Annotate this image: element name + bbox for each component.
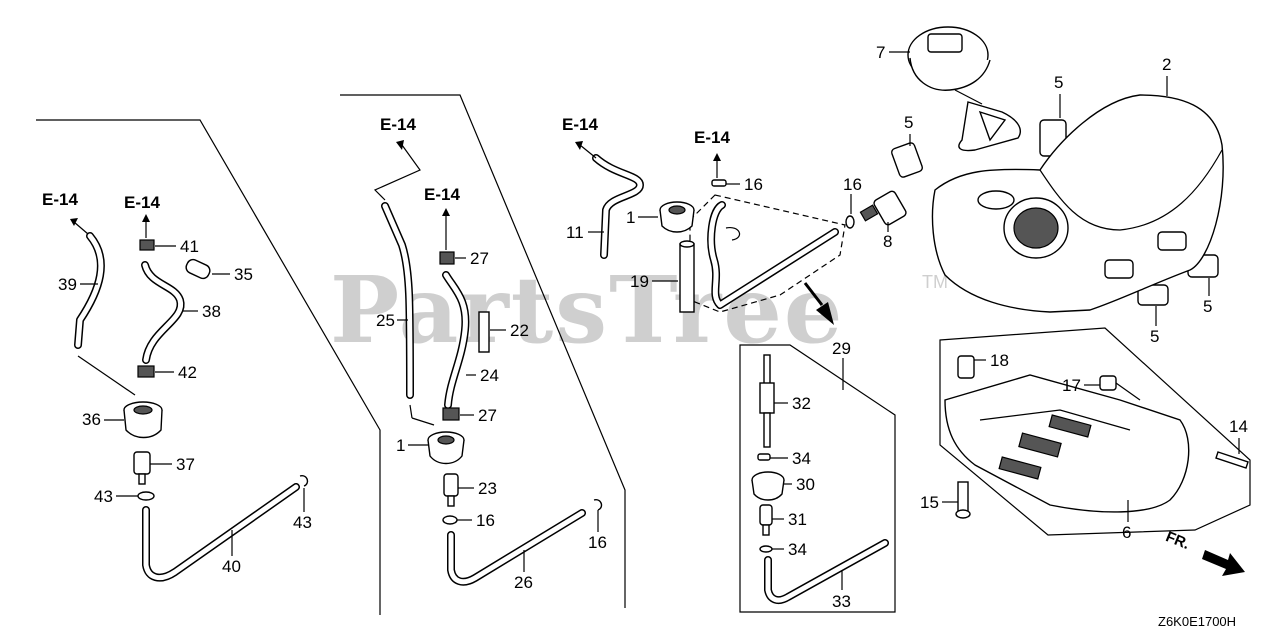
callout-14: 14 [1229, 417, 1248, 436]
center-assembly [592, 154, 907, 325]
callout-22: 22 [510, 321, 529, 340]
callout-35: 35 [234, 265, 253, 284]
callout-11: 11 [566, 223, 584, 242]
callout-23: 23 [478, 479, 497, 498]
left-assembly [74, 232, 309, 582]
callout-1-middle: 1 [396, 436, 405, 455]
callout-6: 6 [1122, 523, 1131, 542]
callout-15: 15 [920, 493, 939, 512]
arrow-up-icon [575, 141, 583, 150]
callout-8: 8 [883, 232, 892, 251]
arrow-up-icon [142, 214, 150, 222]
callout-5-left: 5 [904, 113, 913, 132]
ref-e14-mid2: E-14 [424, 185, 460, 204]
callout-5-right: 5 [1203, 297, 1212, 316]
callout-33: 33 [832, 592, 851, 611]
ref-e14-center2: E-14 [694, 128, 730, 147]
callout-38: 38 [202, 302, 221, 321]
callout-16-middle: 16 [476, 511, 495, 530]
arrow-up-icon [396, 140, 404, 150]
callout-16-center-right: 16 [843, 175, 862, 194]
callout-17: 17 [1062, 376, 1081, 395]
callout-numbers: 39 41 35 38 42 36 37 43 43 40 25 27 22 2… [58, 43, 1248, 611]
trademark: TM [922, 272, 948, 292]
callout-26: 26 [514, 573, 533, 592]
arrow-up-icon [70, 218, 78, 226]
callout-25: 25 [376, 311, 395, 330]
callout-41: 41 [180, 237, 199, 256]
callout-5-top: 5 [1054, 73, 1063, 92]
callout-5-bottom: 5 [1150, 327, 1159, 346]
callout-34-bottom: 34 [788, 540, 807, 559]
callout-24: 24 [480, 366, 499, 385]
arrow-up-icon [713, 153, 721, 161]
callout-16-middle-right: 16 [588, 533, 607, 552]
callout-19: 19 [630, 272, 649, 291]
callout-43-right: 43 [293, 513, 312, 532]
callout-39: 39 [58, 275, 77, 294]
callout-43-left: 43 [94, 487, 113, 506]
front-indicator: FR. [1163, 528, 1245, 576]
reference-labels: E-14 E-14 E-14 E-14 E-14 E-14 [42, 115, 730, 250]
arrow-up-icon [442, 208, 450, 216]
callout-29: 29 [832, 339, 851, 358]
callout-7: 7 [876, 43, 885, 62]
panel-29-assembly [751, 354, 889, 605]
callout-2: 2 [1162, 55, 1171, 74]
callout-36: 36 [82, 410, 101, 429]
callout-27-top: 27 [470, 249, 489, 268]
arrow-diagonal-icon [816, 302, 834, 325]
front-arrow-icon [1202, 550, 1245, 576]
callout-32: 32 [792, 394, 811, 413]
callout-16-center-top: 16 [744, 175, 763, 194]
callout-30: 30 [796, 475, 815, 494]
callout-40: 40 [222, 557, 241, 576]
front-label: FR. [1163, 528, 1192, 553]
ref-e14-left: E-14 [42, 190, 78, 209]
callout-31: 31 [788, 510, 807, 529]
callout-37: 37 [176, 455, 195, 474]
guard-assembly [944, 355, 1249, 519]
middle-assembly [373, 144, 603, 586]
callout-42: 42 [178, 363, 197, 382]
panel-borders [36, 94, 1251, 615]
callout-27-bottom: 27 [478, 406, 497, 425]
ref-e14-left2: E-14 [124, 193, 160, 212]
ref-e14-mid: E-14 [380, 115, 416, 134]
tank-assembly [891, 26, 1224, 313]
diagram-code: Z6K0E1700H [1158, 614, 1236, 629]
callout-34-top: 34 [792, 449, 811, 468]
callout-18: 18 [990, 351, 1009, 370]
callout-1-center: 1 [626, 208, 635, 227]
ref-e14-center: E-14 [562, 115, 598, 134]
watermark: PartsTree [330, 256, 844, 364]
